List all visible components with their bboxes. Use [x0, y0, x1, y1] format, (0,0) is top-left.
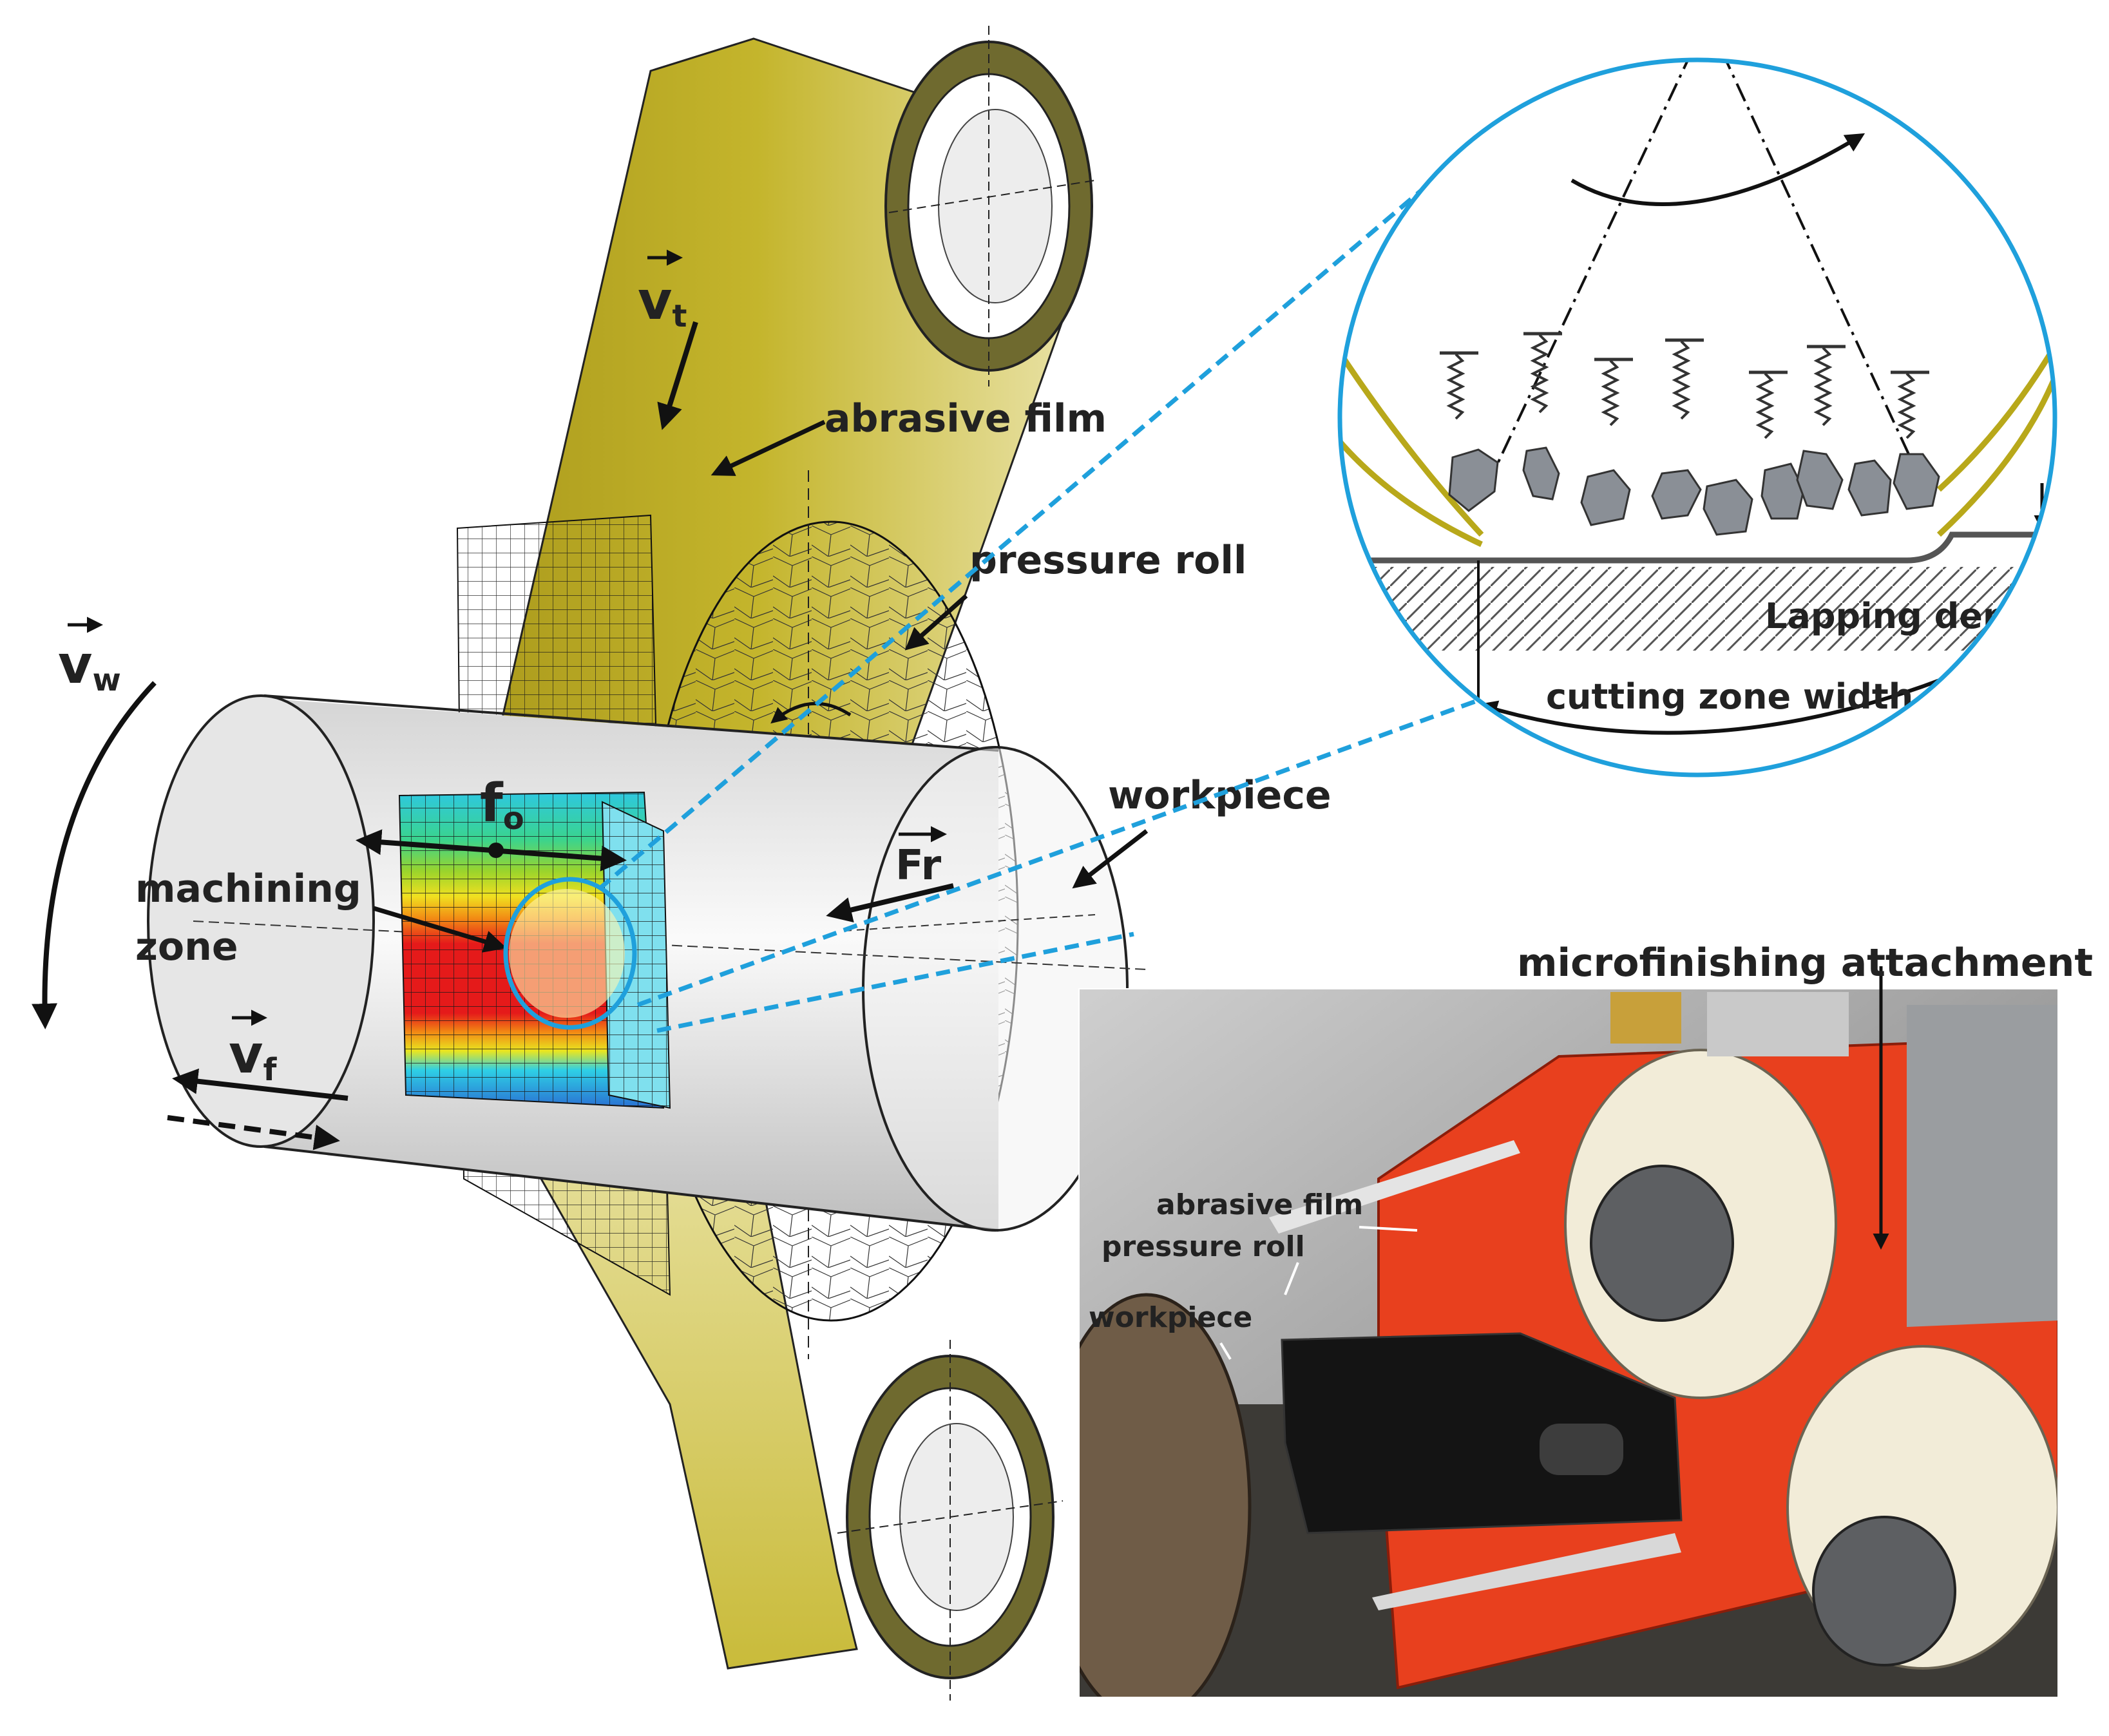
fem-machining-zone [398, 791, 671, 1109]
fo-symbol: f [480, 773, 504, 834]
zoom-circle [1337, 57, 2057, 777]
photo-leaders [1219, 1226, 1418, 1360]
cutting-zone-width-label: cutting zone width [1546, 676, 1913, 717]
photo-inset [1079, 989, 2058, 1697]
zoom-detail: Lapping depth cutting zone width [1340, 60, 2055, 775]
fr-arrow [826, 883, 954, 923]
diagram-labels: abrasive film pressure roll workpiece ma… [135, 396, 1331, 969]
symbols: vt vw vf fo Fr [58, 249, 947, 1088]
machining-zone-label-line2: zone [135, 924, 238, 969]
fr-symbol: Fr [895, 842, 942, 890]
abrasive-film-label: abrasive film [825, 396, 1107, 441]
lapping-depth-label: Lapping depth [1765, 596, 2049, 636]
fo-point [488, 843, 504, 858]
svg-text:vw: vw [58, 634, 121, 698]
lower-film-roller [837, 1340, 1064, 1701]
zoom-source-circle [503, 877, 637, 1030]
fo-subscript: o [503, 801, 524, 837]
vt-symbol: v [638, 271, 672, 332]
vt-arrow [657, 321, 698, 430]
vf-arrow [172, 1068, 348, 1101]
pressure-roll-rotation-arrow [770, 701, 852, 724]
vw-symbol: v [58, 634, 92, 696]
photo-pressure-roll-label: pressure roll [1102, 1230, 1305, 1263]
vw-subscript: w [92, 662, 120, 698]
photo-frame [1078, 988, 2059, 1698]
photo-labels: microfinishing attachment abrasive film … [1089, 940, 2093, 1334]
zoom-connector [597, 159, 1528, 1033]
machining-zone-label-line1: machining [135, 866, 361, 911]
vt-subscript: t [672, 298, 687, 334]
photo-workpiece-label: workpiece [1089, 1301, 1252, 1334]
svg-text:vf: vf [229, 1024, 277, 1088]
photo-abrasive-film-label: abrasive film [1156, 1188, 1363, 1221]
pressure-roll-label: pressure roll [969, 538, 1247, 583]
svg-text:vt: vt [638, 271, 687, 334]
vf-return-arrow [167, 1115, 340, 1150]
upper-film-roller [884, 26, 1096, 386]
vw-arrow [32, 681, 157, 1029]
vf-symbol: v [229, 1024, 263, 1085]
microfinishing-attachment-label: microfinishing attachment [1517, 940, 2093, 986]
leader-arrows [372, 419, 1149, 953]
svg-text:fo: fo [480, 773, 524, 837]
vf-subscript: f [263, 1052, 277, 1088]
